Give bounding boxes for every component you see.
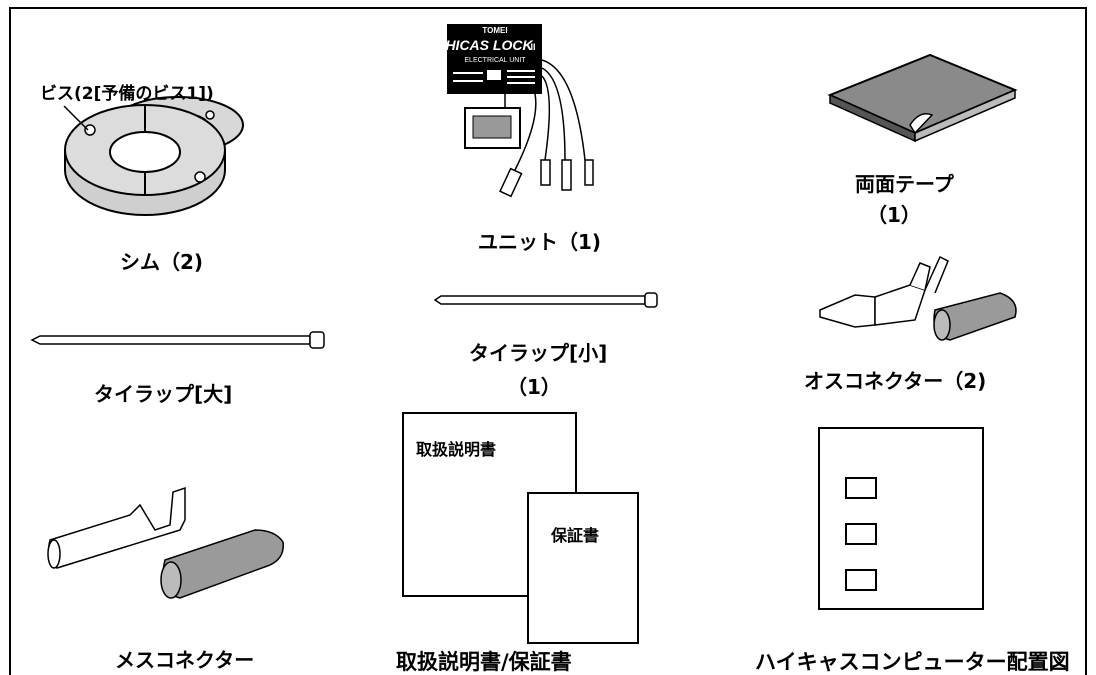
unit-subtitle-text: ELECTRICAL UNIT	[464, 57, 526, 64]
female-connector-illustration	[47, 486, 284, 599]
unit-product-suffix: II	[530, 42, 535, 52]
small-tie-count: （1）	[507, 375, 561, 399]
small-tie-illustration	[433, 292, 658, 308]
tape-illustration	[827, 53, 1018, 143]
unit-brand-text: TOMEI	[482, 26, 507, 35]
layout-chart-slot	[845, 569, 877, 591]
large-tie-label: タイラップ[大]	[94, 382, 233, 406]
layout-chart-label: ハイキャスコンピューター配置図	[755, 650, 1070, 674]
unit-label: ユニット（1)	[478, 230, 602, 254]
tape-label: 両面テープ	[855, 172, 954, 196]
screw-callout-label: ビス(2[予備のビス1])	[40, 84, 214, 104]
manual-label: 取扱説明書/保証書	[396, 650, 572, 674]
male-connector-label: オスコネクター（2)	[804, 369, 987, 393]
warranty-document: 保証書	[527, 492, 639, 644]
shim-illustration	[64, 96, 244, 216]
figure-frame	[9, 7, 1087, 675]
warranty-document-title: 保証書	[551, 526, 600, 545]
shim-label: シム（2)	[120, 250, 204, 274]
manual-document-title: 取扱説明書	[416, 440, 497, 459]
layout-chart-sheet	[818, 427, 984, 610]
tape-count: （1）	[867, 203, 921, 227]
female-connector-label: メスコネクター	[115, 648, 255, 672]
layout-chart-slot	[845, 523, 877, 545]
large-tie-illustration	[30, 331, 325, 349]
screw-callout-line	[63, 105, 89, 131]
layout-chart-slot	[845, 477, 877, 499]
unit-illustration: TOMEI HICAS LOCK II ELECTRICAL UNIT	[445, 24, 594, 198]
small-tie-label: タイラップ[小]	[469, 341, 608, 365]
male-connector-illustration	[819, 255, 1017, 341]
unit-product-text: HICAS LOCK	[445, 37, 533, 53]
